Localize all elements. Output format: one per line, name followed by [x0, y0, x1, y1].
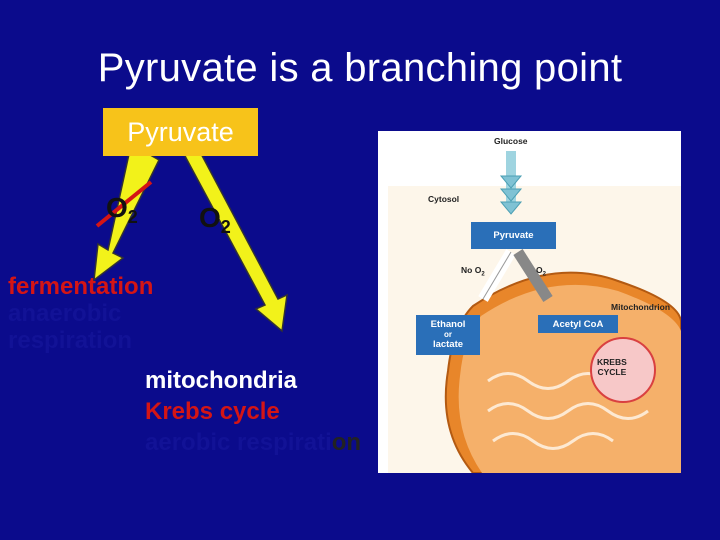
glucose-arrow-3	[499, 201, 523, 215]
arrow-to-fermentation	[93, 143, 160, 282]
o2-strike-line	[95, 180, 153, 228]
glucose-arrow-2	[499, 188, 523, 202]
mitochondria-branch-text: mitochondria Krebs cycle aerobic respira…	[145, 365, 361, 458]
krebs-cycle-label: KREBS CYCLE	[597, 357, 627, 377]
pyruvate-fate-figure: Glucose Cytosol Pyruvate No O2 O2 Mitoch…	[378, 131, 681, 473]
glucose-arrow-1	[499, 175, 523, 189]
o2-absent-label: O2	[106, 192, 138, 227]
ethanol-lactate-box: Ethanol or lactate	[416, 315, 480, 355]
anaerobic-label: anaerobic	[8, 300, 122, 327]
figure-pyruvate-box: Pyruvate	[471, 222, 556, 249]
krebs-cycle-text: Krebs cycle	[145, 398, 280, 425]
respiration-label: respiration	[8, 327, 133, 354]
fermentation-label: fermentation	[8, 273, 154, 300]
no-o2-label: No O2	[461, 265, 485, 278]
cytosol-label: Cytosol	[428, 194, 460, 204]
arrow-to-mitochondria	[184, 146, 288, 333]
o2-present-label: O2	[199, 202, 231, 237]
figure-o2-label: O2	[536, 265, 546, 278]
aerobic-respiration-label: aerobic respiration	[145, 429, 362, 456]
glucose-label: Glucose	[494, 136, 528, 146]
mitochondrion-label: Mitochondrion	[611, 302, 671, 312]
mitochondria-label: mitochondria	[145, 367, 298, 394]
acetyl-coa-box: Acetyl CoA	[538, 315, 618, 333]
slide-title: Pyruvate is a branching point	[97, 46, 623, 90]
pyruvate-box: Pyruvate	[103, 108, 258, 156]
fermentation-branch-text: fermentation anaerobic respiration	[8, 273, 153, 354]
